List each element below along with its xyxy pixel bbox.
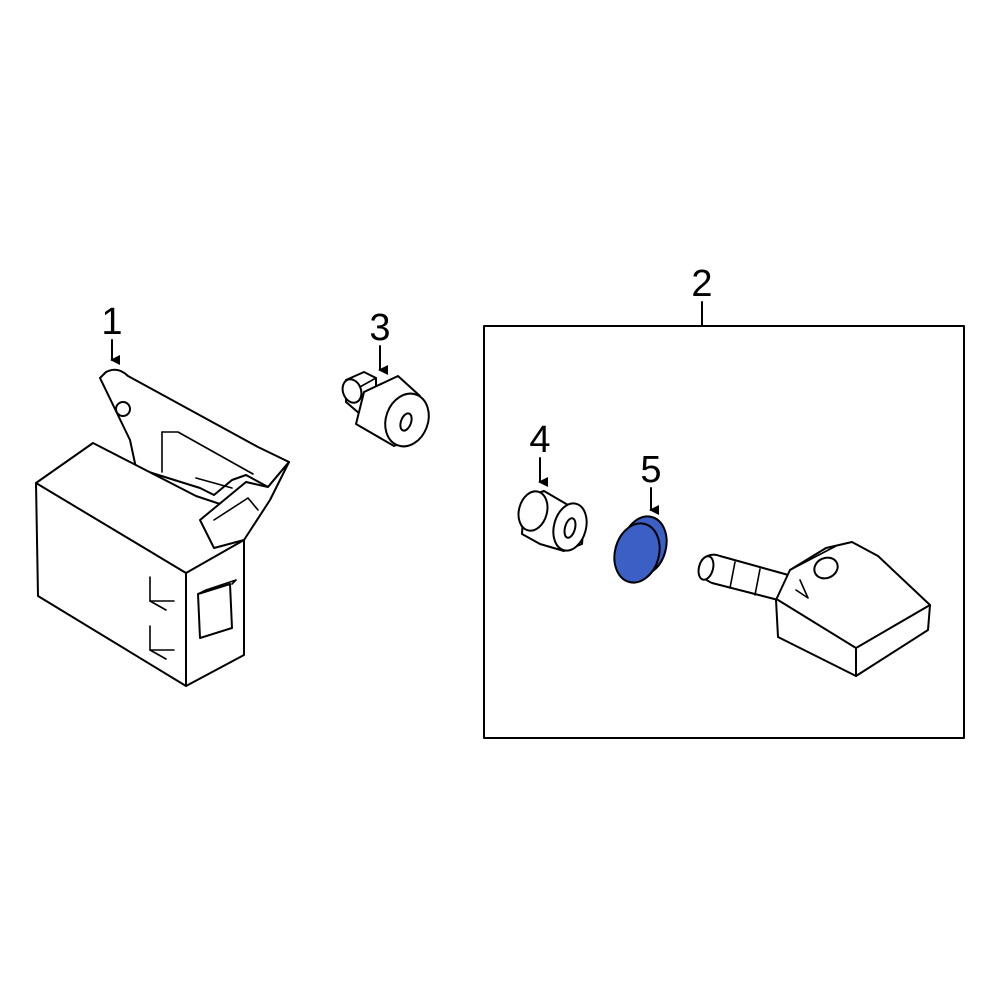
grommet-front bbox=[613, 522, 661, 584]
valve-grommet-part[interactable] bbox=[608, 511, 673, 587]
sensor-nut-part[interactable] bbox=[514, 488, 591, 554]
callout-2: 2 bbox=[691, 263, 713, 327]
callout-3: 3 bbox=[369, 307, 391, 375]
callout-number-4: 4 bbox=[529, 419, 550, 461]
callout-5: 5 bbox=[640, 449, 662, 515]
control-module-part[interactable] bbox=[35, 368, 290, 687]
callout-1: 1 bbox=[101, 301, 123, 365]
valve-cap-part[interactable] bbox=[339, 371, 436, 453]
callout-number-5: 5 bbox=[640, 449, 661, 491]
callout-number-2: 2 bbox=[691, 263, 712, 305]
callout-number-1: 1 bbox=[101, 301, 122, 343]
sensor-kit-box[interactable] bbox=[483, 325, 965, 739]
tpms-sensor-part[interactable] bbox=[696, 541, 931, 677]
callout-number-3: 3 bbox=[369, 307, 390, 349]
callout-4: 4 bbox=[529, 419, 551, 487]
